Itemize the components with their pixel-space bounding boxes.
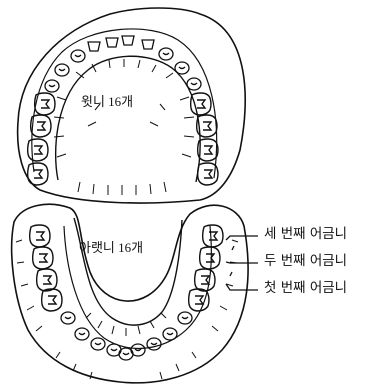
molar-leader-lines — [226, 236, 258, 290]
upper-canine-left — [71, 50, 85, 62]
lower-molar-right-2 — [200, 247, 220, 269]
upper-lateral-incisor-right — [142, 40, 154, 49]
lower-molar-left-2 — [33, 247, 53, 269]
lower-canine-right — [147, 338, 161, 350]
lower-arch-label: 아랫니 16개 — [79, 241, 143, 254]
upper-palate-ridges — [54, 59, 194, 195]
lower-arch-outline — [12, 204, 248, 383]
lower-molar-right-3 — [195, 269, 215, 291]
upper-palate-outline — [56, 56, 200, 182]
upper-central-incisor-right — [122, 36, 134, 45]
lower-premolar-right-2 — [163, 328, 177, 340]
lower-premolar-left-1 — [61, 312, 75, 324]
second-molar-label: 두 번째 어금니 — [264, 255, 347, 269]
third-molar-leader — [226, 236, 258, 240]
upper-central-incisor-left — [106, 38, 118, 47]
upper-molar-right-1 — [191, 93, 211, 115]
lower-premolar-left-2 — [75, 328, 89, 340]
lower-molar-left-1 — [30, 225, 50, 247]
upper-premolar-right-1 — [175, 62, 189, 74]
lower-molar-right-4 — [189, 289, 209, 311]
lower-arch — [12, 204, 248, 383]
lower-incisor-central — [119, 348, 133, 360]
lower-molar-left-4 — [42, 289, 62, 311]
upper-canine-right — [159, 48, 173, 60]
lower-molar-left-3 — [37, 269, 57, 291]
lower-premolar-right-1 — [178, 312, 192, 324]
upper-molar-left-3 — [28, 139, 48, 161]
upper-premolar-left-2 — [45, 80, 59, 92]
upper-premolar-right-2 — [187, 78, 201, 90]
lower-molar-right-1 — [203, 225, 223, 247]
upper-lateral-incisor-left — [88, 42, 100, 51]
upper-premolar-left-1 — [55, 64, 69, 76]
lower-canine-left — [91, 338, 105, 350]
upper-arch-label: 윗니 16개 — [81, 95, 133, 108]
first-molar-label: 첫 번째 어금니 — [264, 282, 347, 296]
third-molar-label: 세 번째 어금니 — [264, 228, 347, 242]
